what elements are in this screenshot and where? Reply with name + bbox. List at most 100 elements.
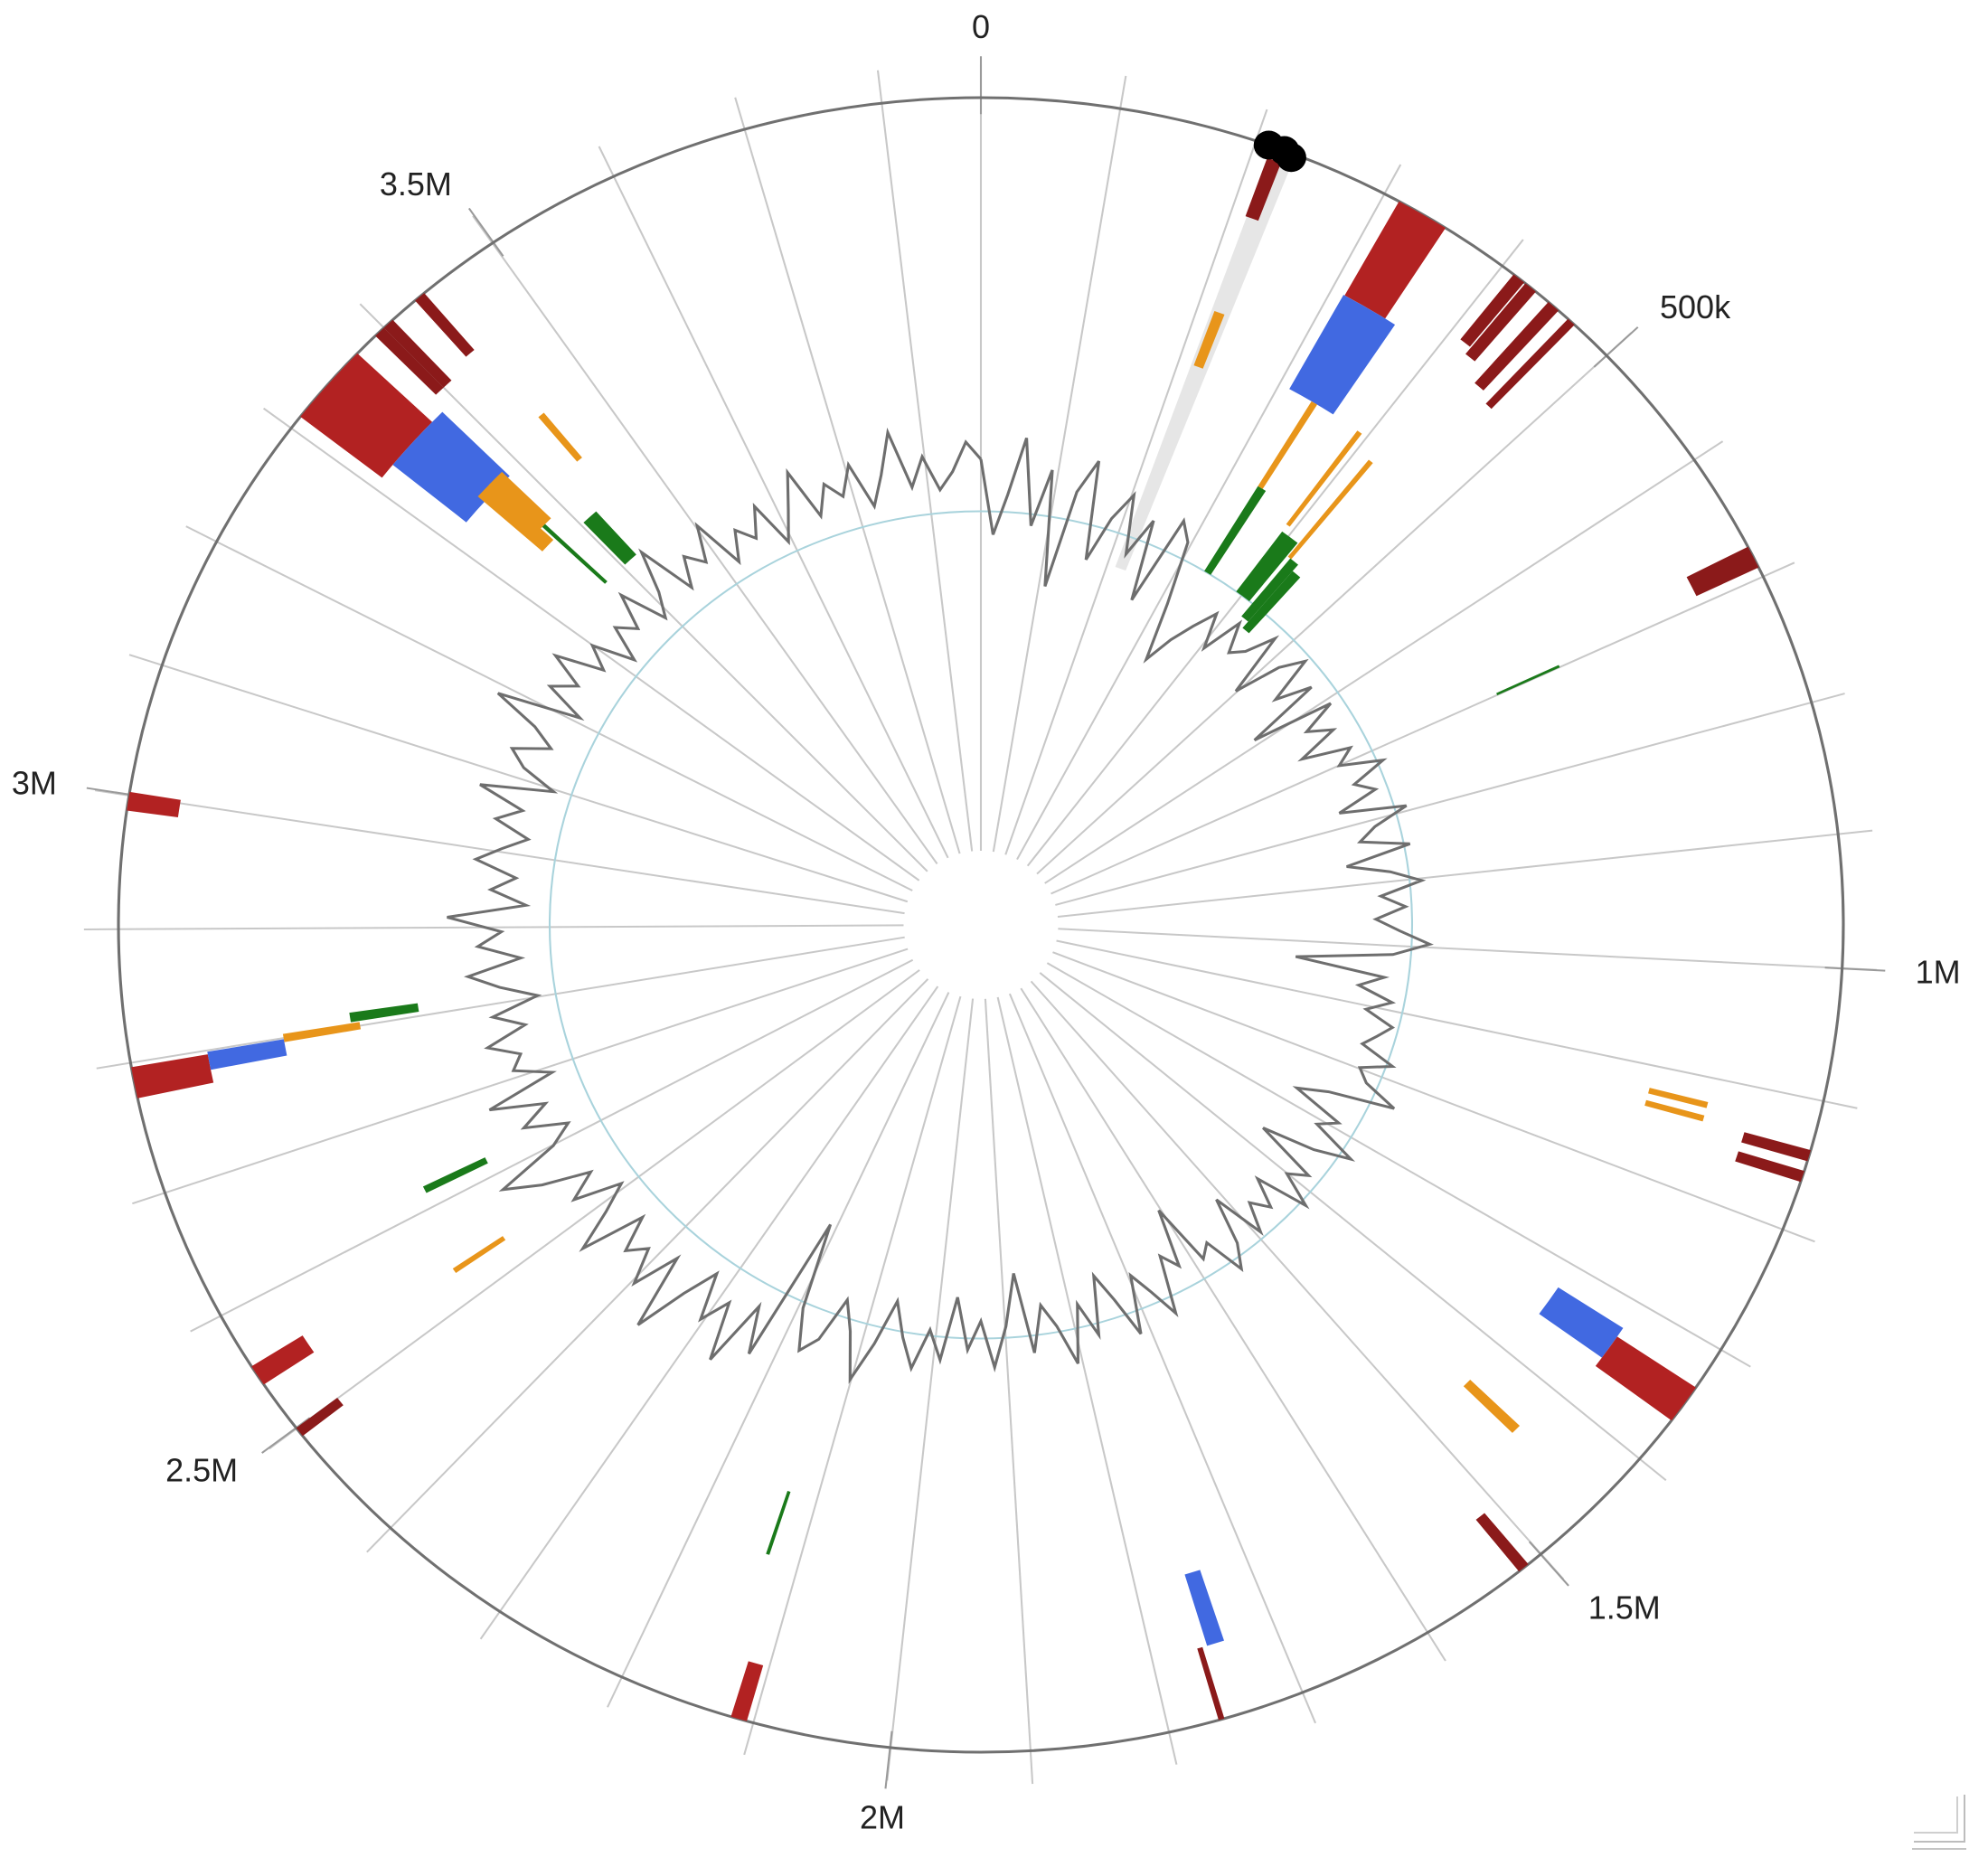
feature-green <box>583 511 636 565</box>
resize-corner-icon[interactable] <box>1905 1787 1968 1851</box>
tick-line <box>884 1730 893 1789</box>
feature-blue <box>1289 295 1396 415</box>
feature-orange <box>1463 1380 1521 1433</box>
feature-green <box>349 1003 419 1023</box>
feature-red <box>1485 318 1575 410</box>
feature-blue <box>1539 1287 1624 1358</box>
spoke-line <box>1056 939 1858 1109</box>
spoke-line <box>269 969 920 1450</box>
feature-green <box>1236 531 1298 601</box>
spoke-line <box>1039 972 1667 1481</box>
tick-label: 2M <box>860 1798 905 1835</box>
feature-red <box>1475 302 1559 391</box>
feature-orange <box>477 483 554 552</box>
feature-green <box>1241 558 1298 622</box>
spoke-line <box>1046 962 1751 1368</box>
tick-labels: 0 500k 1M 1.5M 2M 2.5M 3M 3.5M <box>12 8 1961 1835</box>
feature-red <box>1735 1151 1804 1183</box>
feature-red <box>730 1661 764 1721</box>
tick-label: 3M <box>12 765 57 802</box>
spoke-line <box>83 924 904 930</box>
tick-label: 1.5M <box>1588 1589 1661 1626</box>
spoke-line <box>1016 164 1402 860</box>
spoke-line <box>1036 332 1633 875</box>
spoke-line <box>984 998 1034 1785</box>
feature-orange <box>488 471 551 531</box>
spoke-line <box>132 948 909 1205</box>
tick-label: 500k <box>1660 288 1731 325</box>
spoke-line <box>96 936 905 1070</box>
spoke-line <box>472 215 938 864</box>
tick-line <box>467 207 504 257</box>
feature-green <box>766 1491 791 1555</box>
feature-red <box>1344 201 1446 319</box>
feature-orange <box>1258 401 1318 489</box>
feature-red <box>1686 546 1759 597</box>
feature-red <box>251 1335 315 1385</box>
feature-blue <box>207 1039 287 1070</box>
spokes-layer <box>83 56 1886 1789</box>
spoke-line <box>607 992 950 1708</box>
spoke-line <box>1058 928 1877 971</box>
tick-line <box>1824 967 1886 972</box>
feature-red <box>131 1054 214 1099</box>
gc-baseline-circle <box>548 510 1414 1340</box>
feature-orange <box>1287 459 1373 560</box>
spoke-line <box>992 75 1127 853</box>
spoke-line <box>886 998 975 1781</box>
spoke-line <box>1020 987 1446 1662</box>
spoke-line <box>996 996 1178 1765</box>
feature-red <box>415 293 475 357</box>
feature-blue <box>1184 1570 1224 1646</box>
center-hole <box>907 854 1055 995</box>
feature-red <box>383 319 452 388</box>
feature-orange <box>1286 430 1362 527</box>
spoke-line <box>1030 980 1565 1580</box>
spoke-line <box>1052 951 1815 1243</box>
spoke-line <box>598 146 949 859</box>
feature-red <box>1460 274 1525 347</box>
tick-label: 3.5M <box>380 165 452 203</box>
gc-skew-trace <box>447 427 1434 1384</box>
feature-green <box>1496 665 1560 695</box>
spoke-line <box>359 303 928 872</box>
tick-line <box>1593 326 1639 368</box>
tick-line <box>261 1417 311 1454</box>
feature-red <box>127 791 181 818</box>
spoke-line <box>1004 108 1268 855</box>
feature-red <box>1465 283 1536 362</box>
feature-orange <box>1193 310 1225 369</box>
feature-red <box>1197 1646 1225 1721</box>
feature-orange <box>1648 1088 1709 1108</box>
map-group <box>83 56 1886 1789</box>
feature-orange <box>538 412 582 462</box>
feature-green <box>422 1157 488 1193</box>
tick-label: 1M <box>1916 953 1961 990</box>
feature-green <box>1242 570 1301 634</box>
spoke-line <box>1057 829 1873 918</box>
feature-red <box>375 327 444 395</box>
origin-marker-dot <box>1276 143 1306 173</box>
feature-green <box>542 523 608 584</box>
features-layer <box>127 157 1811 1721</box>
feature-red <box>300 353 433 478</box>
feature-red <box>1741 1132 1811 1162</box>
feature-orange <box>1644 1099 1705 1122</box>
spoke-line <box>1044 440 1724 884</box>
tick-label: 2.5M <box>165 1452 238 1489</box>
feature-green <box>1204 486 1267 575</box>
feature-red <box>1245 157 1282 222</box>
outer-ring <box>117 96 1845 1754</box>
spoke-line <box>128 654 909 903</box>
origin-markers <box>1253 130 1306 173</box>
tick-label: 0 <box>972 8 990 45</box>
spoke-line <box>366 978 929 1553</box>
feature-orange <box>282 1022 362 1042</box>
feature-red <box>296 1398 344 1437</box>
spoke-line <box>1008 993 1317 1724</box>
feature-red <box>1475 1513 1529 1572</box>
tick-line <box>1528 1541 1569 1587</box>
feature-orange <box>452 1236 506 1273</box>
spoke-line <box>1051 561 1795 895</box>
